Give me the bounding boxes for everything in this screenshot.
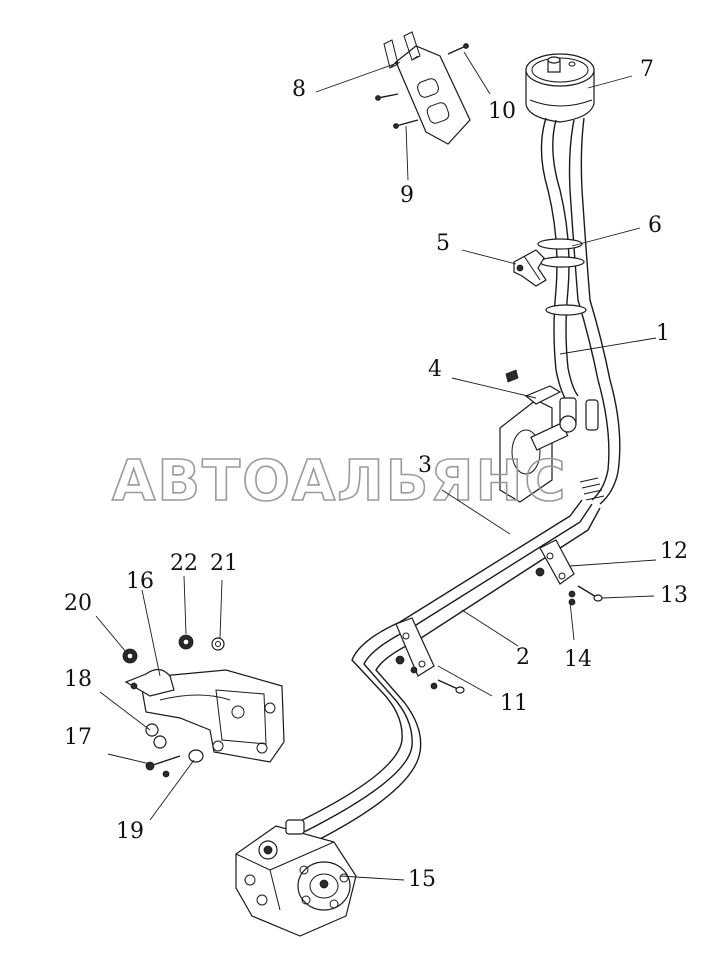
callout-14: 14 [564, 647, 592, 672]
line-clip-12 [535, 539, 603, 606]
callout-10: 10 [488, 99, 516, 124]
callout-22: 22 [170, 551, 198, 576]
callout-4: 4 [428, 357, 442, 382]
callout-3: 3 [418, 453, 432, 478]
callout-19: 19 [116, 819, 144, 844]
callout-8: 8 [292, 77, 306, 102]
callout-16: 16 [126, 569, 154, 594]
callout-11: 11 [500, 691, 528, 716]
callout-21: 21 [210, 551, 238, 576]
callout-18: 18 [64, 667, 92, 692]
callout-13: 13 [660, 583, 688, 608]
callout-17: 17 [64, 725, 92, 750]
reservoir-tank [525, 53, 595, 123]
flange-bracket [499, 369, 599, 503]
callout-9: 9 [400, 183, 414, 208]
callout-15: 15 [408, 867, 436, 892]
callout-20: 20 [64, 591, 92, 616]
callout-2: 2 [516, 645, 530, 670]
steering-pump [235, 819, 357, 937]
hose-lines [537, 117, 621, 505]
mounting-plate [375, 31, 471, 145]
callout-1: 1 [656, 321, 670, 346]
callout-6: 6 [648, 213, 662, 238]
bracket-part-5 [513, 249, 547, 287]
leader-lines [95, 51, 657, 881]
line-clip-11 [395, 617, 465, 694]
engine-bracket-assembly [122, 634, 285, 778]
callout-5: 5 [436, 231, 450, 256]
watermark-text: АВТОАЛЬЯНС [112, 449, 567, 514]
pressure-lines [289, 499, 601, 841]
callout-labels: 1 2 3 4 5 6 7 8 9 10 11 12 13 14 15 16 1… [64, 57, 688, 892]
callout-12: 12 [660, 539, 688, 564]
callout-7: 7 [640, 57, 654, 82]
